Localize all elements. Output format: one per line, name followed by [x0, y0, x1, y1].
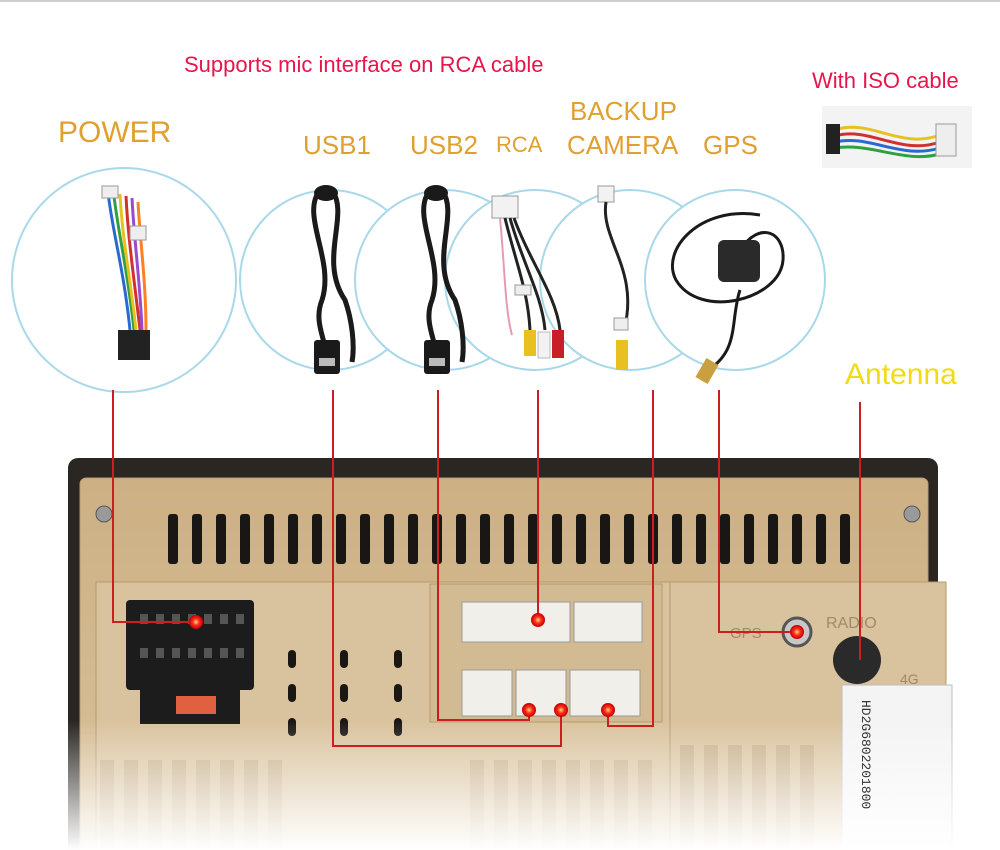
camera-line	[607, 390, 654, 727]
gps-label: GPS	[703, 130, 758, 160]
iso-cable-note: With ISO cable	[812, 68, 959, 93]
power-harness-image	[101, 185, 150, 360]
usb1-line	[332, 390, 562, 747]
power-label: POWER	[58, 116, 172, 149]
iso-cable-image	[822, 106, 972, 168]
usb2-port-dot	[522, 703, 536, 717]
power-port-dot	[189, 615, 203, 629]
lte-port-label: 4G	[900, 671, 919, 687]
serial-sticker-text: HD2G6802201800	[858, 700, 873, 809]
rca-port-dot	[531, 613, 545, 627]
top-divider	[0, 0, 1000, 2]
gps-port-dot	[790, 625, 804, 639]
gps-port-label: GPS	[730, 625, 762, 642]
backup-camera-cable-image	[597, 185, 630, 370]
power-line	[112, 390, 196, 623]
connection-dots	[189, 613, 804, 717]
rca-cable-image	[491, 195, 564, 359]
gps-antenna-image	[670, 212, 785, 385]
usb1-cable-image	[311, 185, 356, 374]
backup-label-line1: BACKUP	[570, 96, 677, 126]
camera-port-dot	[601, 703, 615, 717]
radio-port-label: RADIO	[826, 615, 877, 632]
usb2-label: USB2	[410, 130, 478, 160]
usb2-cable-image	[421, 185, 466, 374]
usb1-port-dot	[554, 703, 568, 717]
rca-label: RCA	[496, 132, 543, 157]
head-unit-rear-panel	[68, 458, 958, 850]
camera-label-line2: CAMERA	[567, 130, 679, 160]
mic-interface-note: Supports mic interface on RCA cable	[184, 52, 544, 77]
antenna-label: Antenna	[845, 358, 957, 391]
gps-line	[718, 390, 797, 633]
usb1-label: USB1	[303, 130, 371, 160]
